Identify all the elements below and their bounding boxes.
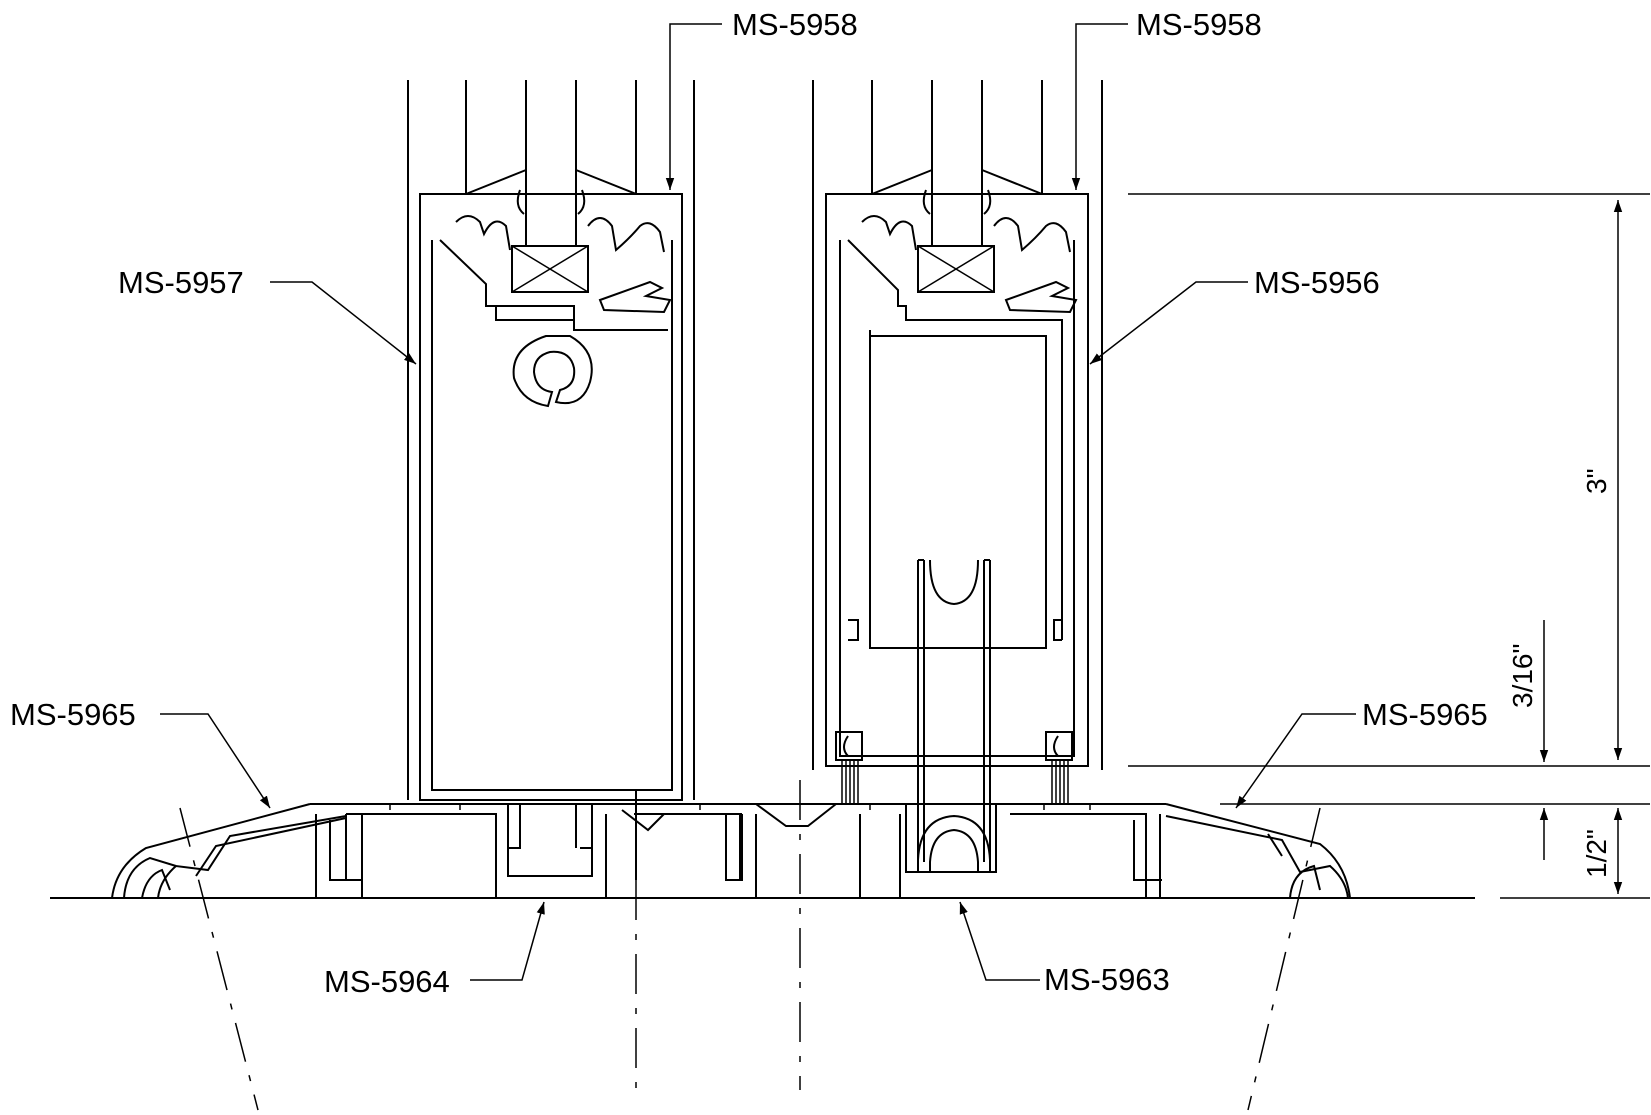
- label-ms-5956: MS-5956: [1254, 265, 1380, 300]
- dimension-3-inch: 3": [1581, 468, 1612, 494]
- right-panel-frame: [799, 80, 1103, 1090]
- leader-lines: [160, 23, 1356, 981]
- sill-track: [50, 803, 1475, 899]
- dimension-3-16-inch: 3/16": [1507, 644, 1538, 708]
- dimension-1-2-inch: 1/2": [1581, 829, 1612, 878]
- label-ms-5964: MS-5964: [324, 964, 450, 999]
- label-ms-5963: MS-5963: [1044, 962, 1170, 997]
- left-panel-frame: [407, 80, 695, 880]
- break-lines: [179, 807, 1321, 1111]
- label-ms-5965-left: MS-5965: [10, 697, 136, 732]
- label-ms-5958-left: MS-5958: [732, 7, 858, 42]
- label-ms-5965-right: MS-5965: [1362, 697, 1488, 732]
- label-ms-5957: MS-5957: [118, 265, 244, 300]
- label-ms-5958-right: MS-5958: [1136, 7, 1262, 42]
- dimension-lines: [1128, 193, 1650, 899]
